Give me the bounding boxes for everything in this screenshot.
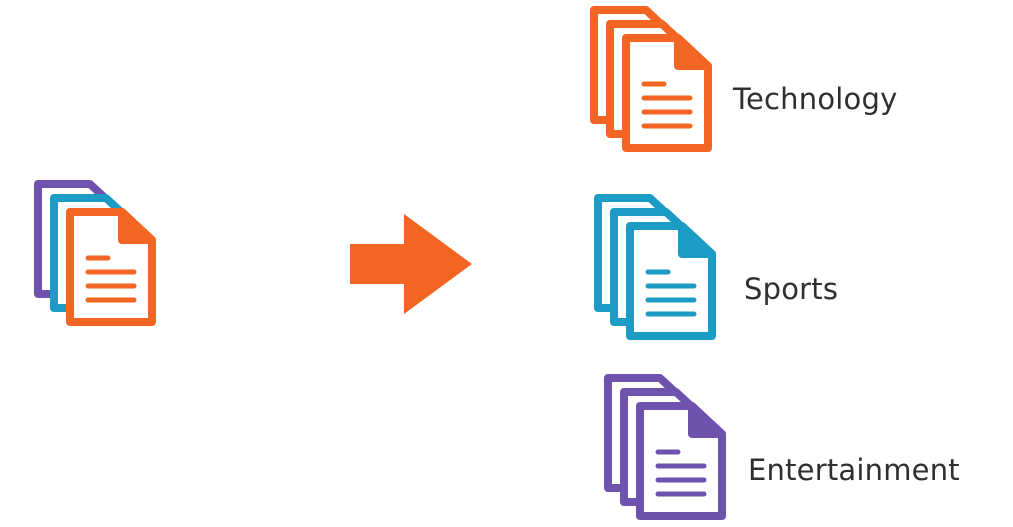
right-arrow-icon (348, 212, 474, 316)
category-label-sports: Sports (744, 272, 839, 306)
mixed-documents-stack-icon (28, 176, 160, 332)
sports-documents-stack-icon (588, 190, 724, 344)
category-label-technology: Technology (733, 82, 898, 116)
entertainment-documents-stack-icon (598, 370, 734, 524)
technology-documents-stack-icon (584, 2, 720, 156)
document-fold (118, 208, 156, 244)
category-label-entertainment: Entertainment (748, 453, 960, 487)
